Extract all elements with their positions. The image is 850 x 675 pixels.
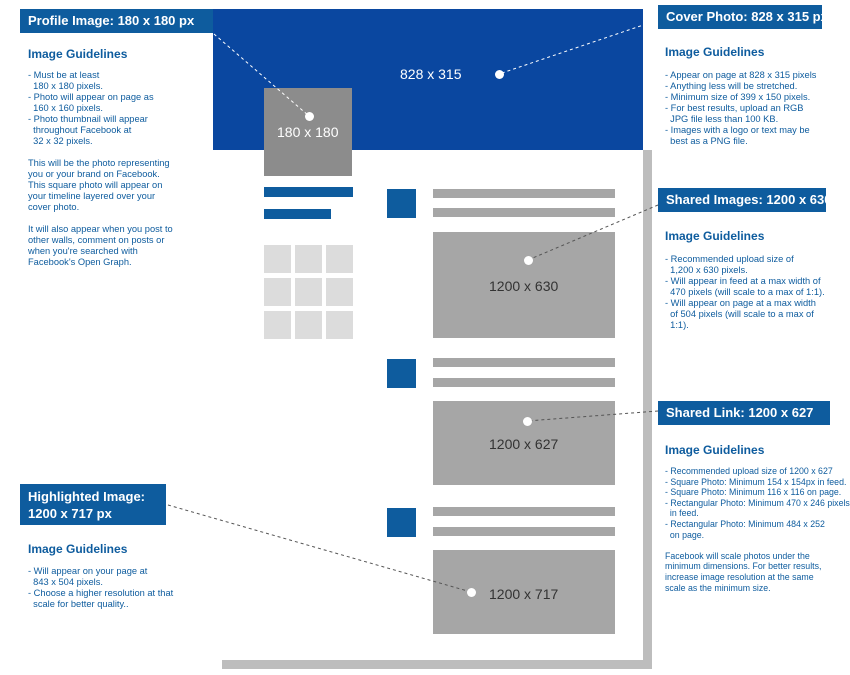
photo-tile [326, 311, 353, 339]
shared-image-connector [527, 204, 659, 261]
post-avatar [387, 508, 416, 537]
shared-image-size-label: 1200 x 630 [489, 278, 559, 294]
profile-size-label: 180 x 180 [277, 124, 339, 140]
photo-tile [264, 311, 291, 339]
post-text-line [433, 378, 615, 387]
shared-link-marker-dot [523, 417, 532, 426]
post-text-line [433, 208, 615, 217]
post-text-line [433, 189, 615, 198]
shared-image-marker-dot [524, 256, 533, 265]
shared-image-guidelines-text: - Recommended upload size of 1,200 x 630… [665, 254, 825, 330]
highlighted-guidelines-title: Image Guidelines [28, 542, 128, 556]
shared-link-image [433, 401, 615, 485]
photo-tile [326, 278, 353, 306]
highlighted-badge: Highlighted Image: 1200 x 717 px [20, 484, 166, 525]
cover-marker-dot [495, 70, 504, 79]
profile-image [264, 88, 352, 176]
highlighted-image [433, 550, 615, 634]
profile-guidelines-text: - Must be at least 180 x 180 pixels. - P… [28, 70, 173, 267]
photo-tile [264, 245, 291, 273]
photo-tile [295, 278, 322, 306]
cover-size-label: 828 x 315 [400, 66, 462, 82]
highlighted-badge-line1: Highlighted Image: [28, 489, 145, 504]
profile-marker-dot [305, 112, 314, 121]
shared-link-badge: Shared Link: 1200 x 627 [658, 401, 830, 425]
post-text-line [433, 358, 615, 367]
profile-badge: Profile Image: 180 x 180 px [20, 9, 213, 33]
highlighted-badge-line2: 1200 x 717 px [28, 506, 112, 521]
photo-tile [295, 245, 322, 273]
shared-link-connector [526, 410, 659, 422]
info-bar [264, 209, 331, 219]
cover-badge: Cover Photo: 828 x 315 px [658, 5, 828, 29]
highlighted-marker-dot [467, 588, 476, 597]
highlighted-connector [167, 504, 472, 593]
post-avatar [387, 189, 416, 218]
shared-image-badge: Shared Images: 1200 x 630 [658, 188, 832, 212]
profile-guidelines-title: Image Guidelines [28, 47, 128, 61]
shared-image [433, 232, 615, 338]
highlighted-guidelines-text: - Will appear on your page at 843 x 504 … [28, 566, 174, 609]
photo-tile [264, 278, 291, 306]
shared-image-guidelines-title: Image Guidelines [665, 229, 765, 243]
cover-guidelines-text: - Appear on page at 828 x 315 pixels - A… [665, 70, 817, 146]
photo-tile [295, 311, 322, 339]
post-text-line [433, 507, 615, 516]
shared-link-size-label: 1200 x 627 [489, 436, 559, 452]
highlighted-size-label: 1200 x 717 [489, 586, 559, 602]
cover-guidelines-title: Image Guidelines [665, 45, 765, 59]
shared-link-guidelines-title: Image Guidelines [665, 443, 765, 457]
profile-connector [213, 33, 310, 117]
cover-connector [498, 19, 659, 75]
name-bar [264, 187, 353, 197]
photo-tile [326, 245, 353, 273]
shared-link-guidelines-text: - Recommended upload size of 1200 x 627 … [665, 466, 850, 593]
post-avatar [387, 359, 416, 388]
post-text-line [433, 527, 615, 536]
